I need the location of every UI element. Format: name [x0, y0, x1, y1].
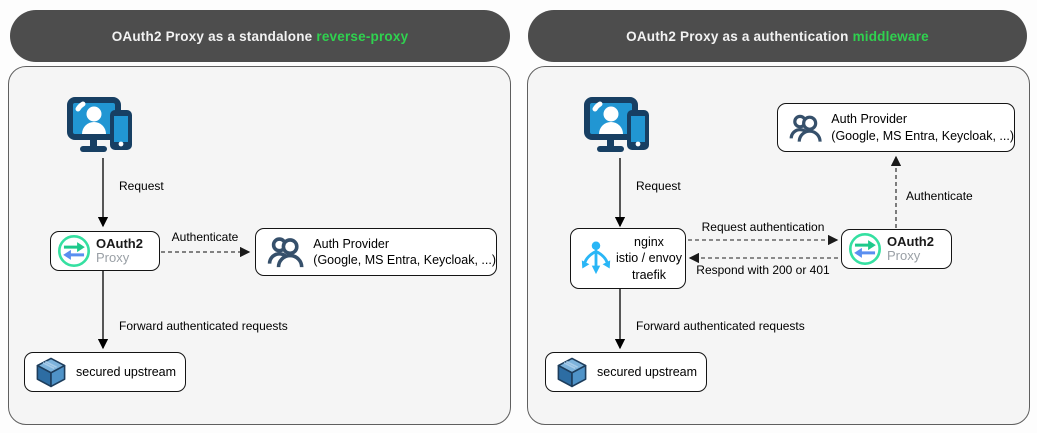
user-devices-icon [584, 97, 649, 152]
left-title-pill: OAuth2 Proxy as a standalone reverse-pro… [10, 10, 510, 62]
oauth2-proxy-logo-icon [849, 233, 881, 265]
right-oauth2-proxy-node: OAuth2 Proxy [841, 229, 952, 269]
left-title-highlight: reverse-proxy [316, 28, 409, 44]
right-auth-provider-node: Auth Provider (Google, MS Entra, Keycloa… [777, 103, 1015, 152]
oauth2-proxy-name: OAuth2 [96, 235, 143, 251]
right-secured-upstream-node: secured upstream [545, 352, 707, 392]
left-forward-label: Forward authenticated requests [117, 319, 290, 333]
oauth2-proxy-subname: Proxy [96, 250, 130, 265]
auth-provider-title: Auth Provider [831, 112, 908, 127]
ingress-line-istio-envoy: istio / envoy [615, 251, 682, 266]
auth-provider-users-icon [267, 237, 304, 268]
upstream-cube-icon [557, 357, 587, 388]
user-devices-icon [67, 97, 132, 152]
auth-provider-examples: (Google, MS Entra, Keycloak, ...) [831, 128, 1014, 143]
ingress-line-nginx: nginx [634, 235, 664, 250]
oauth2-proxy-name: OAuth2 [887, 233, 934, 249]
auth-provider-examples: (Google, MS Entra, Keycloak, ...) [313, 253, 496, 267]
secured-upstream-label: secured upstream [76, 365, 177, 379]
left-oauth2-proxy-node: OAuth2 Proxy [50, 231, 160, 271]
left-secured-upstream-node: secured upstream [24, 352, 186, 392]
left-authenticate-label: Authenticate [169, 230, 241, 244]
right-forward-label: Forward authenticated requests [634, 319, 807, 333]
right-respond-label: Respond with 200 or 401 [694, 263, 832, 277]
ingress-node: nginx istio / envoy traefik [570, 228, 686, 289]
ingress-line-traefik: traefik [631, 267, 667, 282]
left-title-text: OAuth2 Proxy as a standalone [111, 28, 313, 44]
right-authenticate-label: Authenticate [904, 189, 975, 203]
secured-upstream-label: secured upstream [597, 365, 698, 379]
oauth2-proxy-subname: Proxy [887, 248, 921, 263]
upstream-cube-icon [36, 357, 66, 388]
left-request-label: Request [117, 179, 166, 193]
right-title-highlight: middleware [852, 28, 929, 44]
right-title-pill: OAuth2 Proxy as a authentication middlew… [528, 10, 1027, 62]
right-title-text: OAuth2 Proxy as a authentication [626, 28, 849, 44]
auth-provider-users-icon [789, 114, 822, 142]
right-request-label: Request [634, 179, 683, 193]
auth-provider-title: Auth Provider [313, 236, 390, 251]
oauth2-proxy-logo-icon [58, 235, 90, 267]
left-auth-provider-node: Auth Provider (Google, MS Entra, Keycloa… [255, 228, 497, 276]
ingress-router-icon [581, 241, 611, 274]
right-request-auth-label: Request authentication [699, 220, 827, 234]
